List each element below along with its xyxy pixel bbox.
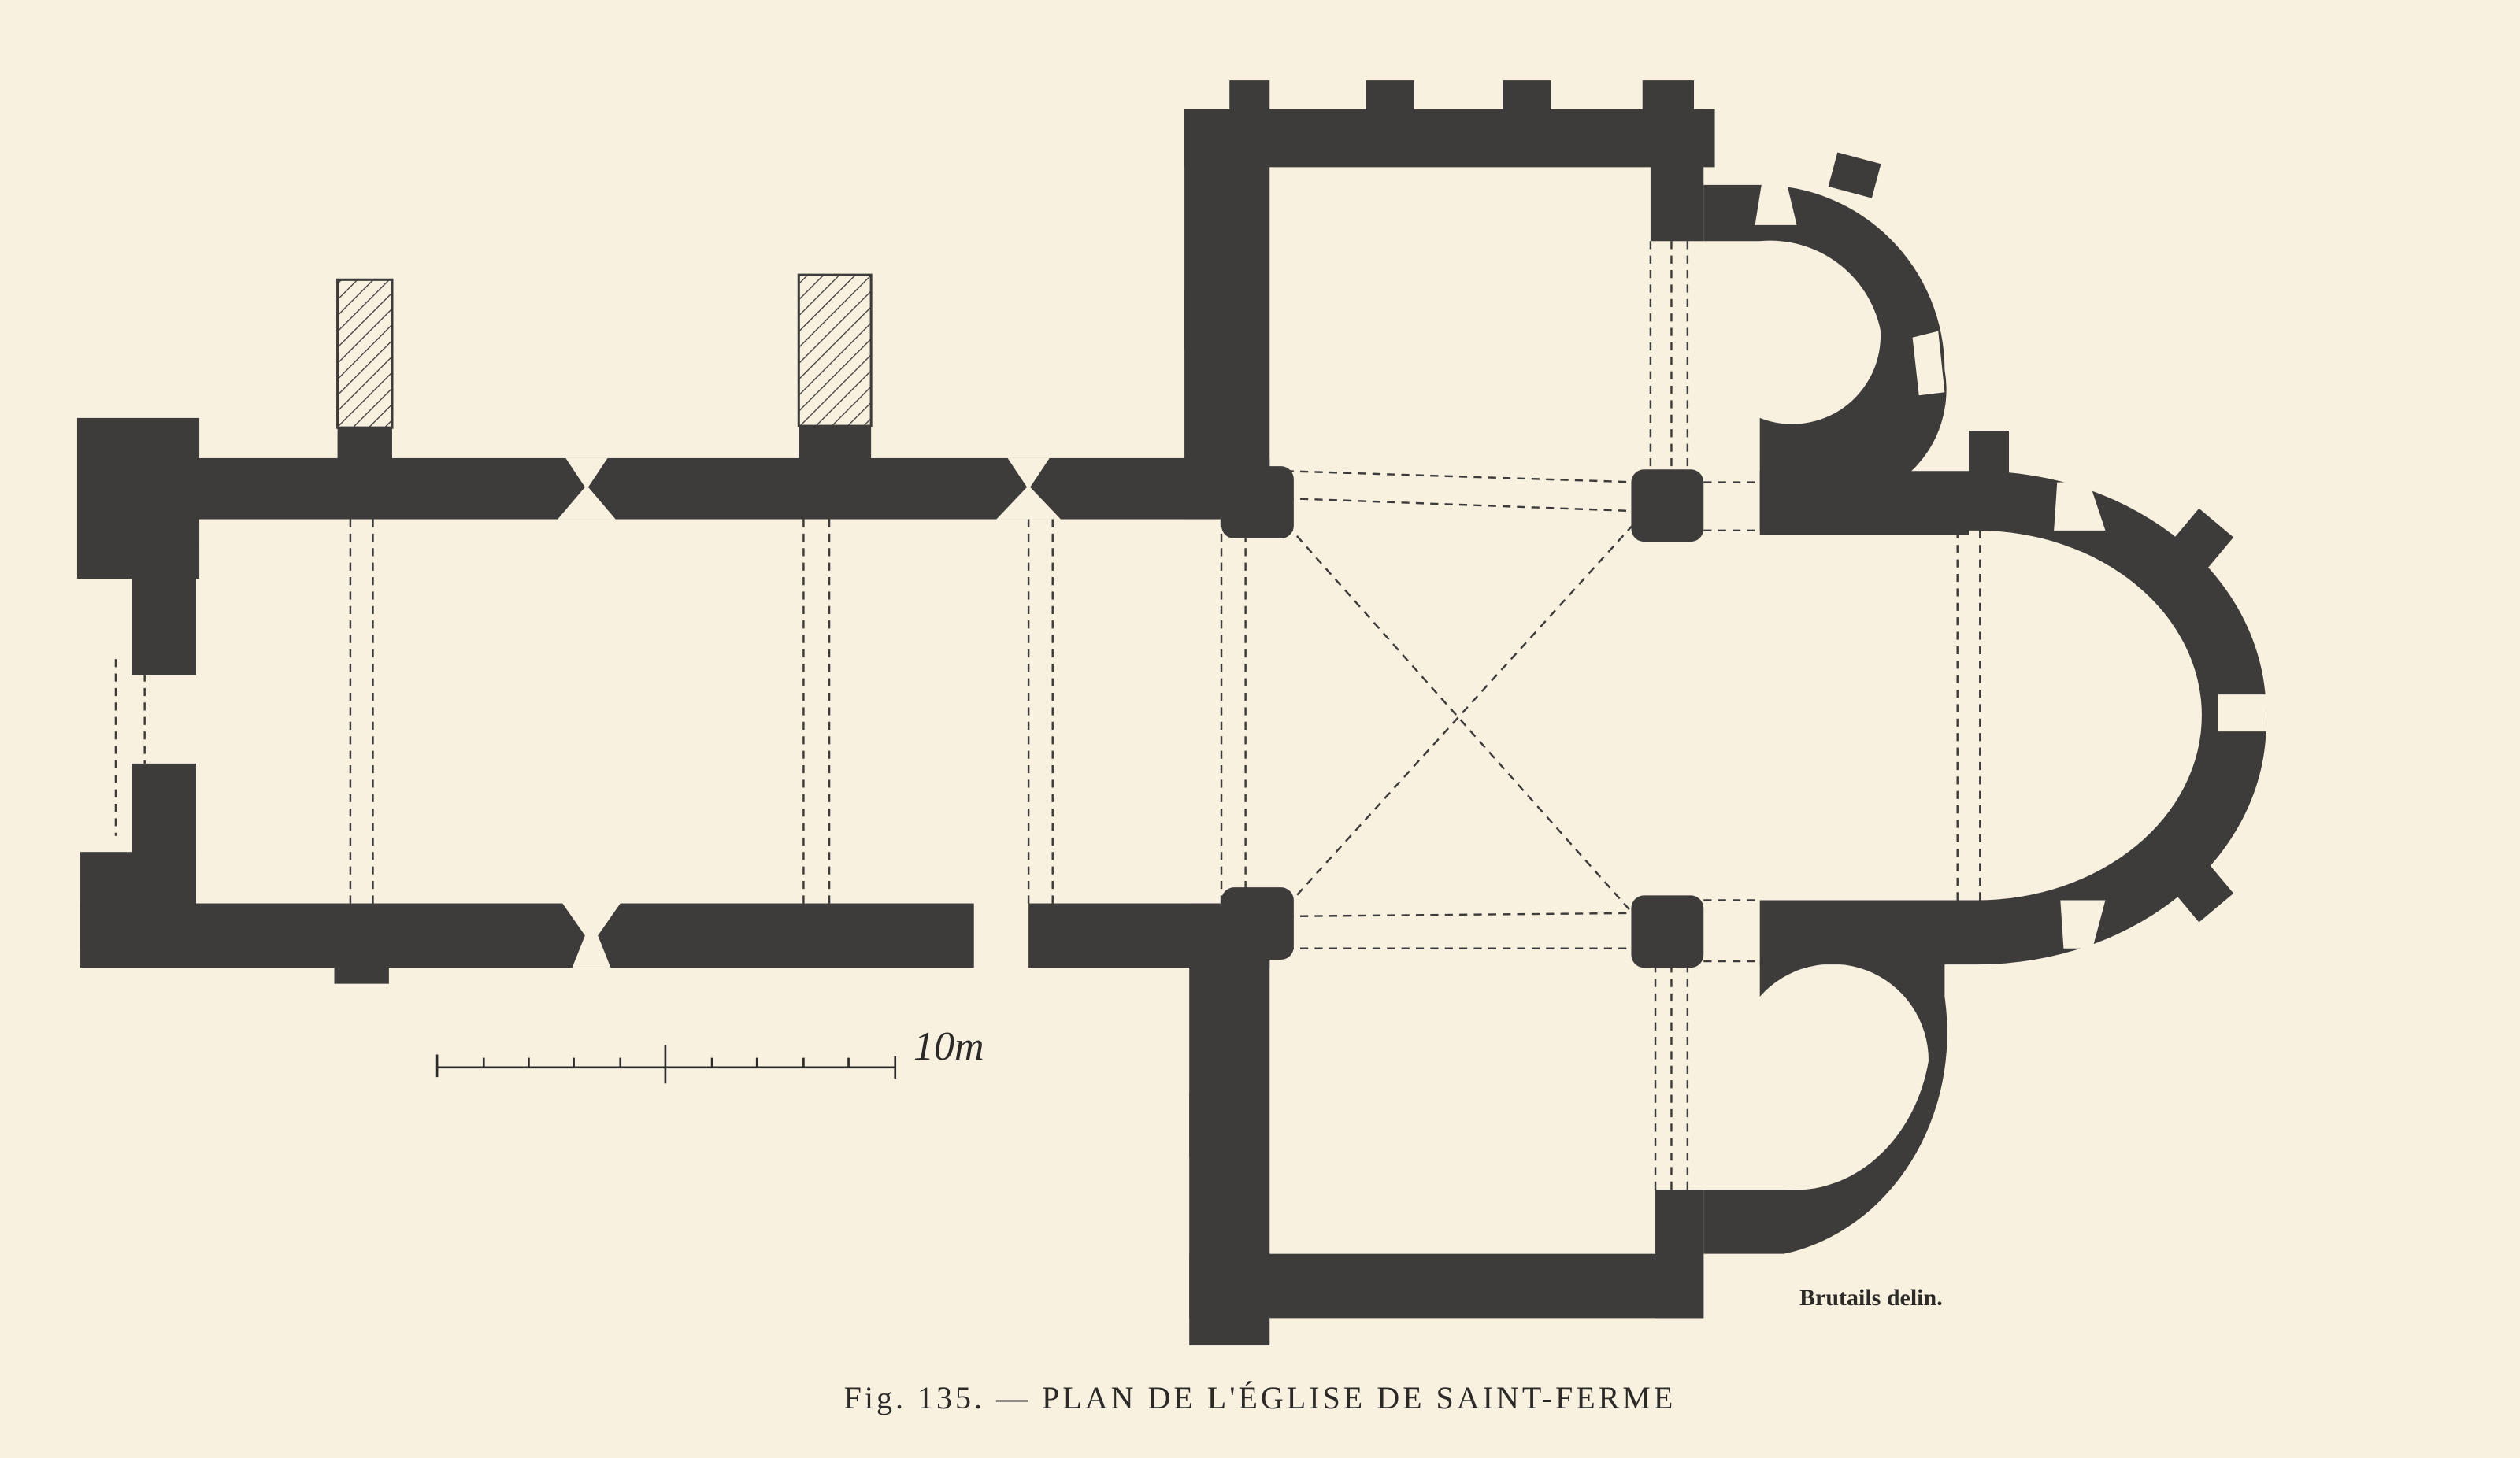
buttress-hatched-1 [336, 278, 394, 429]
west-wall-north [132, 546, 196, 675]
buttress-base-1 [337, 427, 392, 464]
north-transept-east-wall [1650, 109, 1704, 242]
main-apse [1759, 471, 2266, 965]
crossing-pier-ne [1631, 469, 1704, 542]
north-transept-north-wall [1184, 109, 1715, 168]
apses [1703, 152, 2266, 1254]
buttress-base-2 [799, 426, 872, 462]
south-transept-south-wall [1189, 1253, 1704, 1319]
window-north-1 [558, 457, 616, 520]
window-south-1 [562, 903, 621, 968]
buttress-hatched-2 [797, 273, 873, 427]
transepts [1184, 80, 1981, 1346]
window-north-2 [996, 457, 1061, 520]
figure-caption: Fig. 135. — PLAN DE L'ÉGLISE DE SAINT-FE… [843, 1380, 1677, 1415]
nave-north-wall [192, 457, 1270, 520]
south-apse [1703, 961, 1947, 1254]
south-buttress [334, 964, 389, 984]
draftsman-credit: Brutails delin. [1799, 1285, 1943, 1311]
scale-label: 10m [914, 1024, 984, 1069]
north-apse [1703, 184, 1947, 502]
nave [76, 273, 1270, 984]
crossing-pier-sw [1221, 887, 1294, 960]
crossing-pier-nw [1221, 466, 1294, 539]
crossing-pier-se [1631, 895, 1704, 968]
nave-south-wall-west [80, 903, 974, 968]
scale-bar [435, 1045, 897, 1084]
